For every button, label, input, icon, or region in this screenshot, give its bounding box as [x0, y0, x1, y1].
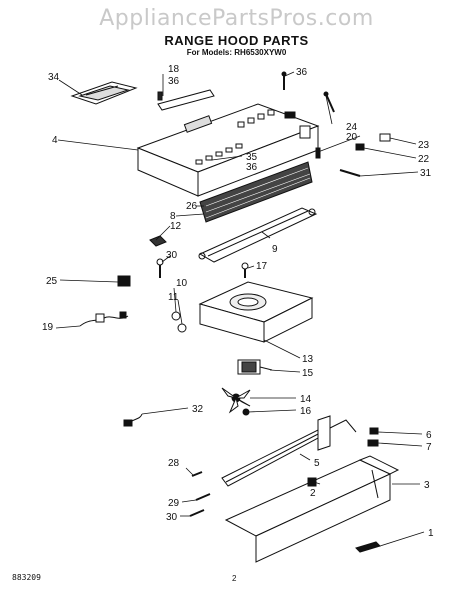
part-15-motor — [237, 359, 273, 375]
callout-5: 5 — [314, 458, 320, 469]
callout-20: 20 — [346, 132, 358, 143]
part-26-grille — [199, 161, 313, 223]
callout-24: 24 — [346, 122, 358, 133]
part-25-switch — [117, 275, 131, 287]
leader-lines — [55, 71, 425, 547]
bottom-left-screws — [189, 471, 211, 517]
callout-26: 26 — [186, 201, 198, 212]
callout-34: 34 — [48, 72, 60, 83]
callout-25: 25 — [46, 276, 58, 287]
callout-29: 29 — [168, 498, 180, 509]
callout-36: 36 — [168, 76, 180, 87]
callout-11: 11 — [168, 292, 179, 303]
page-title: RANGE HOOD PARTS — [164, 33, 309, 48]
callout-labels: 34 18 36 36 4 24 20 23 22 35 36 31 26 8 … — [42, 64, 434, 539]
callout-10: 10 — [176, 278, 188, 289]
part-4-hood-body — [136, 103, 320, 197]
part-9-filter-frame — [198, 207, 318, 263]
callout-30: 30 — [166, 250, 178, 261]
callout-9: 9 — [272, 244, 278, 255]
callout-3: 3 — [424, 480, 430, 491]
callout-19: 19 — [42, 322, 54, 333]
part-2-clip — [307, 477, 317, 487]
callout-12: 12 — [170, 221, 182, 232]
part-36-screw — [281, 71, 287, 90]
part-18-lens-strip — [157, 89, 215, 111]
page-number: 2 — [232, 574, 237, 583]
callout-13: 13 — [302, 354, 314, 365]
callout-18: 18 — [168, 64, 180, 75]
callout-8: 8 — [170, 211, 176, 222]
part-14-fan-blade — [221, 387, 251, 414]
right-side-hardware — [299, 91, 391, 177]
part-6-7-connector — [325, 419, 379, 447]
part-13-blower-housing — [198, 281, 314, 343]
callout-36: 36 — [246, 162, 258, 173]
part-5-bottom-panel — [221, 415, 331, 487]
callout-30: 30 — [166, 512, 178, 523]
part-1-plate — [355, 541, 381, 553]
part-12-clip — [149, 235, 167, 247]
callout-15: 15 — [302, 368, 314, 379]
callout-22: 22 — [418, 154, 430, 165]
part-19-wire-harness — [79, 311, 129, 327]
callout-2: 2 — [310, 488, 316, 499]
footer-code: 883209 — [12, 573, 41, 582]
callout-28: 28 — [168, 458, 180, 469]
callout-23: 23 — [418, 140, 430, 151]
model-subtitle: For Models: RH6530XYW0 — [186, 48, 287, 57]
callout-36: 36 — [296, 67, 308, 78]
callout-7: 7 — [426, 442, 432, 453]
callout-31: 31 — [420, 168, 432, 179]
watermark-text: AppliancePartsPros.com — [99, 6, 374, 31]
callout-16: 16 — [300, 406, 312, 417]
callout-17: 17 — [256, 261, 268, 272]
callout-4: 4 — [52, 135, 58, 146]
part-32-cord — [123, 413, 143, 427]
callout-14: 14 — [300, 394, 312, 405]
part-34-filter-bracket — [70, 81, 138, 105]
callout-6: 6 — [426, 430, 432, 441]
callout-1: 1 — [428, 528, 434, 539]
callout-35: 35 — [246, 152, 258, 163]
callout-32: 32 — [192, 404, 204, 415]
